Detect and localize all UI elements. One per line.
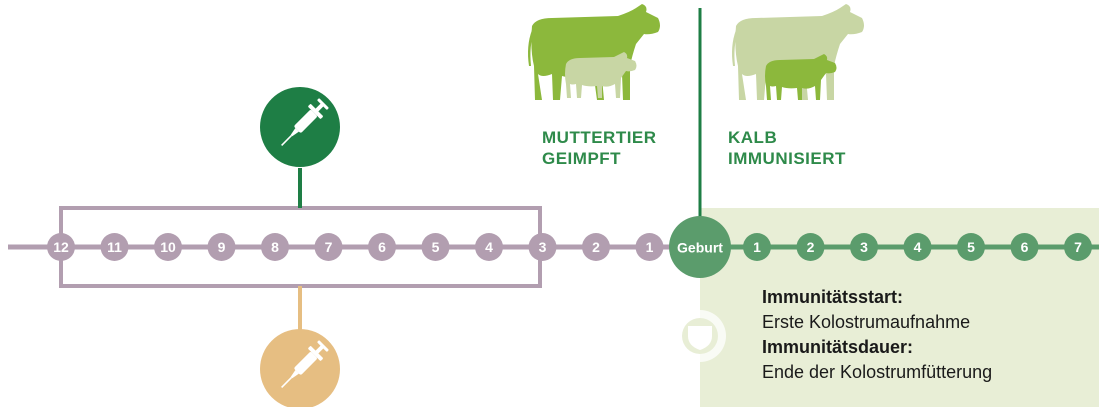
immunity-duration-title: Immunitätsdauer: — [762, 337, 914, 357]
month-after-birth-label: 7 — [1074, 239, 1082, 255]
birth-label: Geburt — [677, 240, 723, 256]
month-before-birth-node — [100, 233, 129, 261]
month-before-birth-node — [368, 233, 396, 261]
mother-label-line1: MUTTERTIER — [542, 128, 657, 147]
month-after-birth-node — [850, 233, 878, 261]
month-before-birth-node — [635, 233, 664, 261]
immunity-info: Immunitätsstart: Erste Kolostrumaufnahme… — [762, 285, 992, 385]
month-after-birth-label: 5 — [967, 239, 975, 255]
month-before-birth-label: 10 — [160, 239, 176, 255]
shield-icon — [674, 310, 726, 362]
month-before-birth-node — [261, 233, 289, 261]
month-after-birth-label: 1 — [753, 239, 761, 255]
month-before-birth-node — [421, 233, 450, 261]
month-before-birth-label: 1 — [646, 239, 654, 255]
mother-label: MUTTERTIER GEIMPFT — [542, 127, 657, 169]
month-before-birth-node — [528, 233, 557, 261]
month-before-birth-label: 6 — [378, 239, 386, 255]
month-before-birth-label: 8 — [271, 239, 279, 255]
month-before-birth-node — [314, 233, 343, 261]
month-before-birth-label: 3 — [539, 239, 547, 255]
month-before-birth-label: 11 — [107, 239, 122, 255]
immunity-start-title: Immunitätsstart: — [762, 287, 904, 307]
month-before-birth-label: 2 — [592, 239, 600, 255]
month-before-birth-node — [47, 233, 75, 261]
calf-label-line1: KALB — [728, 128, 778, 147]
calf-icon — [765, 54, 837, 100]
month-after-birth-label: 4 — [914, 239, 922, 255]
month-before-birth-label: 9 — [218, 239, 226, 255]
month-before-birth-label: 7 — [325, 239, 333, 255]
immunity-duration-text: Ende der Kolostrumfütterung — [762, 362, 993, 382]
month-after-birth-label: 3 — [860, 239, 868, 255]
month-after-birth-node — [1010, 233, 1039, 261]
calf-label: KALB IMMUNISIERT — [728, 127, 846, 169]
month-after-birth-node — [1064, 233, 1092, 261]
mother-label-line2: GEIMPFT — [542, 149, 622, 168]
month-before-birth-node — [154, 233, 182, 261]
calf-label-line2: IMMUNISIERT — [728, 149, 846, 168]
month-before-birth-node — [582, 233, 610, 261]
month-after-birth-node — [957, 233, 985, 261]
immunity-start-text: Erste Kolostrumaufnahme — [762, 312, 971, 332]
post-birth-nodes: 1 2 3 4 5 6 7 — [743, 233, 1092, 261]
pre-birth-nodes: 12 11 10 9 8 7 6 5 4 3 2 1 — [47, 233, 664, 261]
month-after-birth-node — [743, 233, 771, 261]
birth-node — [669, 216, 731, 278]
month-after-birth-node — [796, 233, 825, 261]
month-before-birth-label: 12 — [53, 239, 69, 255]
month-after-birth-node — [903, 233, 932, 261]
month-after-birth-label: 2 — [807, 239, 815, 255]
month-before-birth-node — [207, 233, 236, 261]
month-after-birth-label: 6 — [1021, 239, 1029, 255]
month-before-birth-label: 5 — [432, 239, 440, 255]
month-before-birth-label: 4 — [485, 239, 493, 255]
month-before-birth-node — [475, 233, 503, 261]
